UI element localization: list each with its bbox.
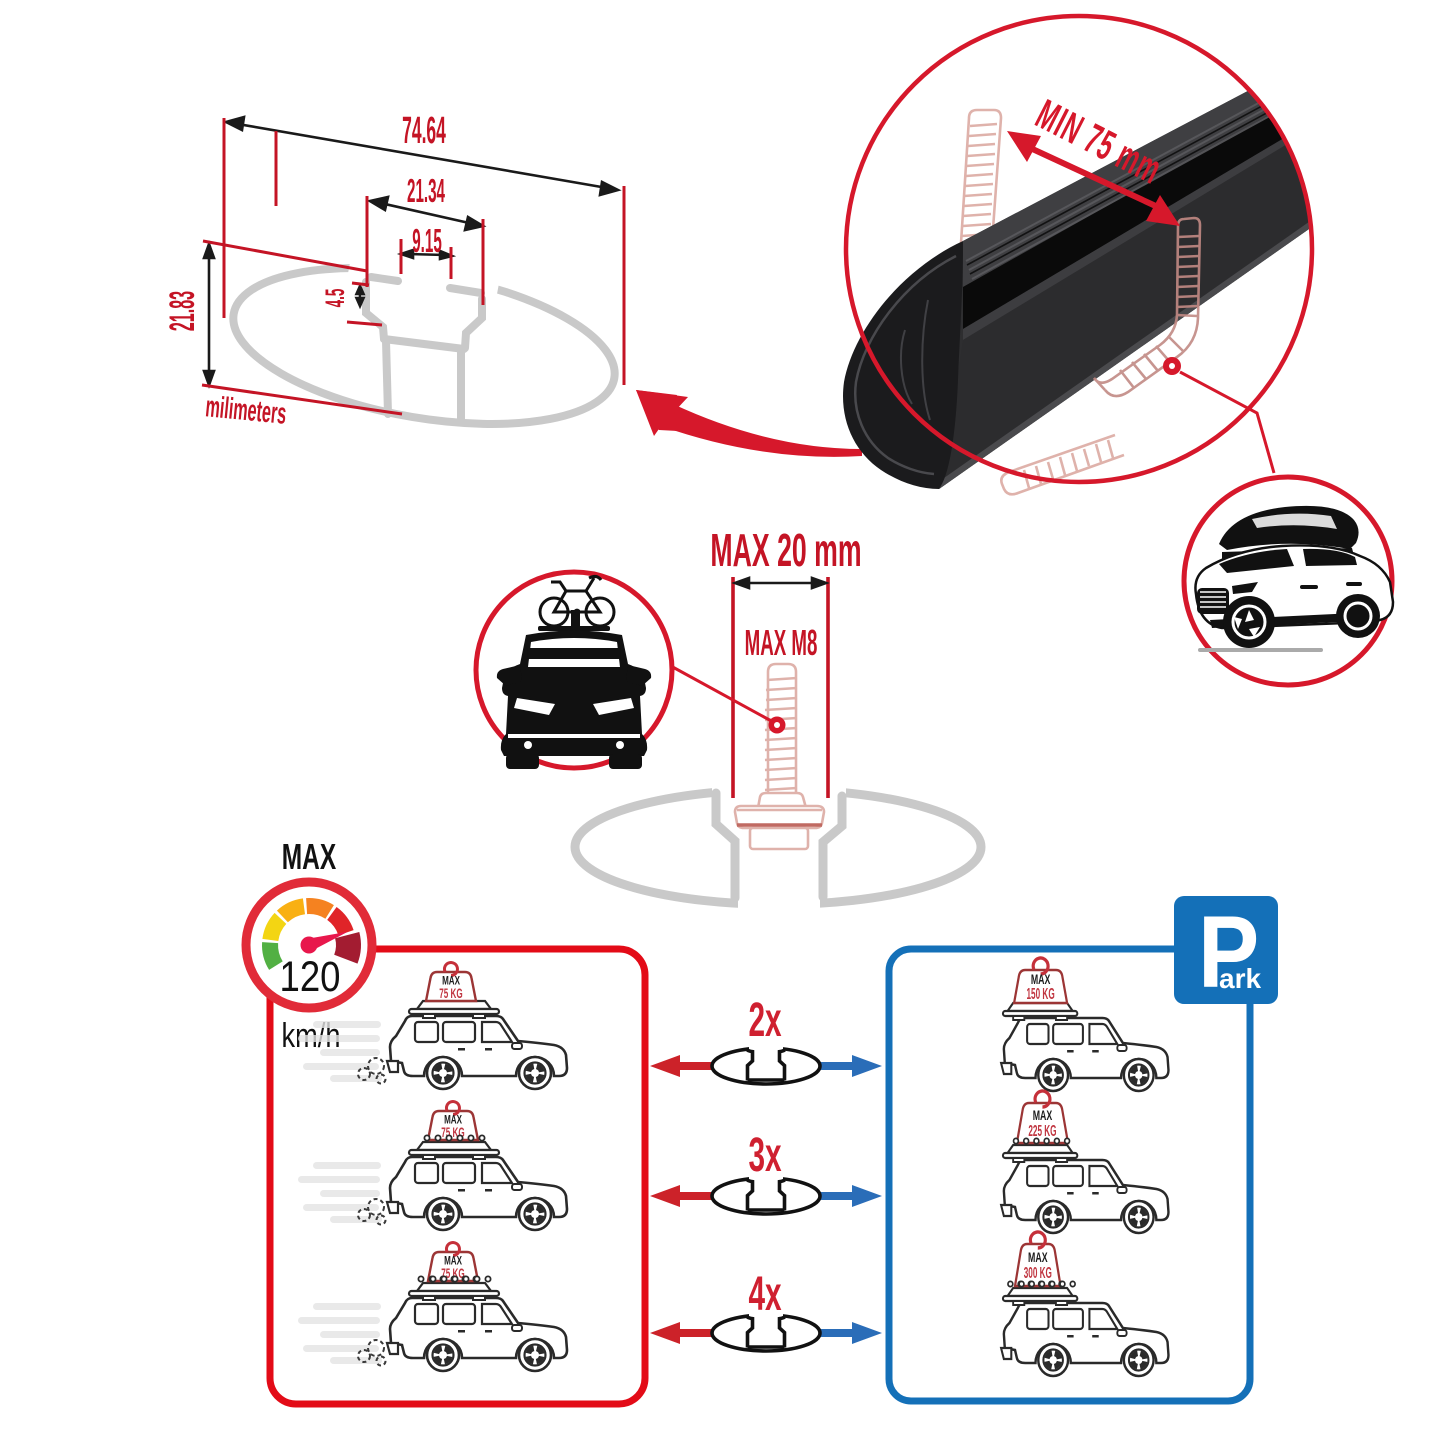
svg-text:MAX: MAX (442, 975, 460, 988)
svg-text:MAX: MAX (444, 1114, 462, 1127)
svg-text:MAX: MAX (1028, 1251, 1048, 1265)
svg-text:21.83: 21.83 (162, 291, 202, 331)
svg-text:3x: 3x (748, 1129, 781, 1182)
svg-text:225 KG: 225 KG (1028, 1122, 1056, 1140)
svg-text:milimeters: milimeters (204, 390, 288, 431)
svg-text:21.34: 21.34 (407, 174, 445, 210)
svg-text:2x: 2x (748, 994, 781, 1047)
svg-text:MAX M8: MAX M8 (745, 624, 818, 664)
svg-text:4.5: 4.5 (320, 289, 350, 308)
svg-text:150 KG: 150 KG (1027, 985, 1055, 1003)
svg-text:P: P (1198, 894, 1259, 1009)
svg-text:75 KG: 75 KG (439, 987, 462, 1002)
svg-text:MAX: MAX (444, 1255, 462, 1268)
svg-text:4x: 4x (748, 1268, 781, 1321)
svg-text:MAX: MAX (1033, 1109, 1053, 1123)
svg-text:74.64: 74.64 (402, 110, 446, 152)
svg-text:MAX: MAX (1031, 973, 1051, 987)
svg-text:MAX 20 mm: MAX 20 mm (710, 524, 861, 575)
svg-text:120: 120 (280, 953, 341, 1000)
svg-text:300 KG: 300 KG (1024, 1264, 1052, 1282)
svg-text:ark: ark (1219, 963, 1261, 994)
svg-text:MAX: MAX (282, 836, 337, 877)
svg-text:9.15: 9.15 (412, 224, 442, 260)
